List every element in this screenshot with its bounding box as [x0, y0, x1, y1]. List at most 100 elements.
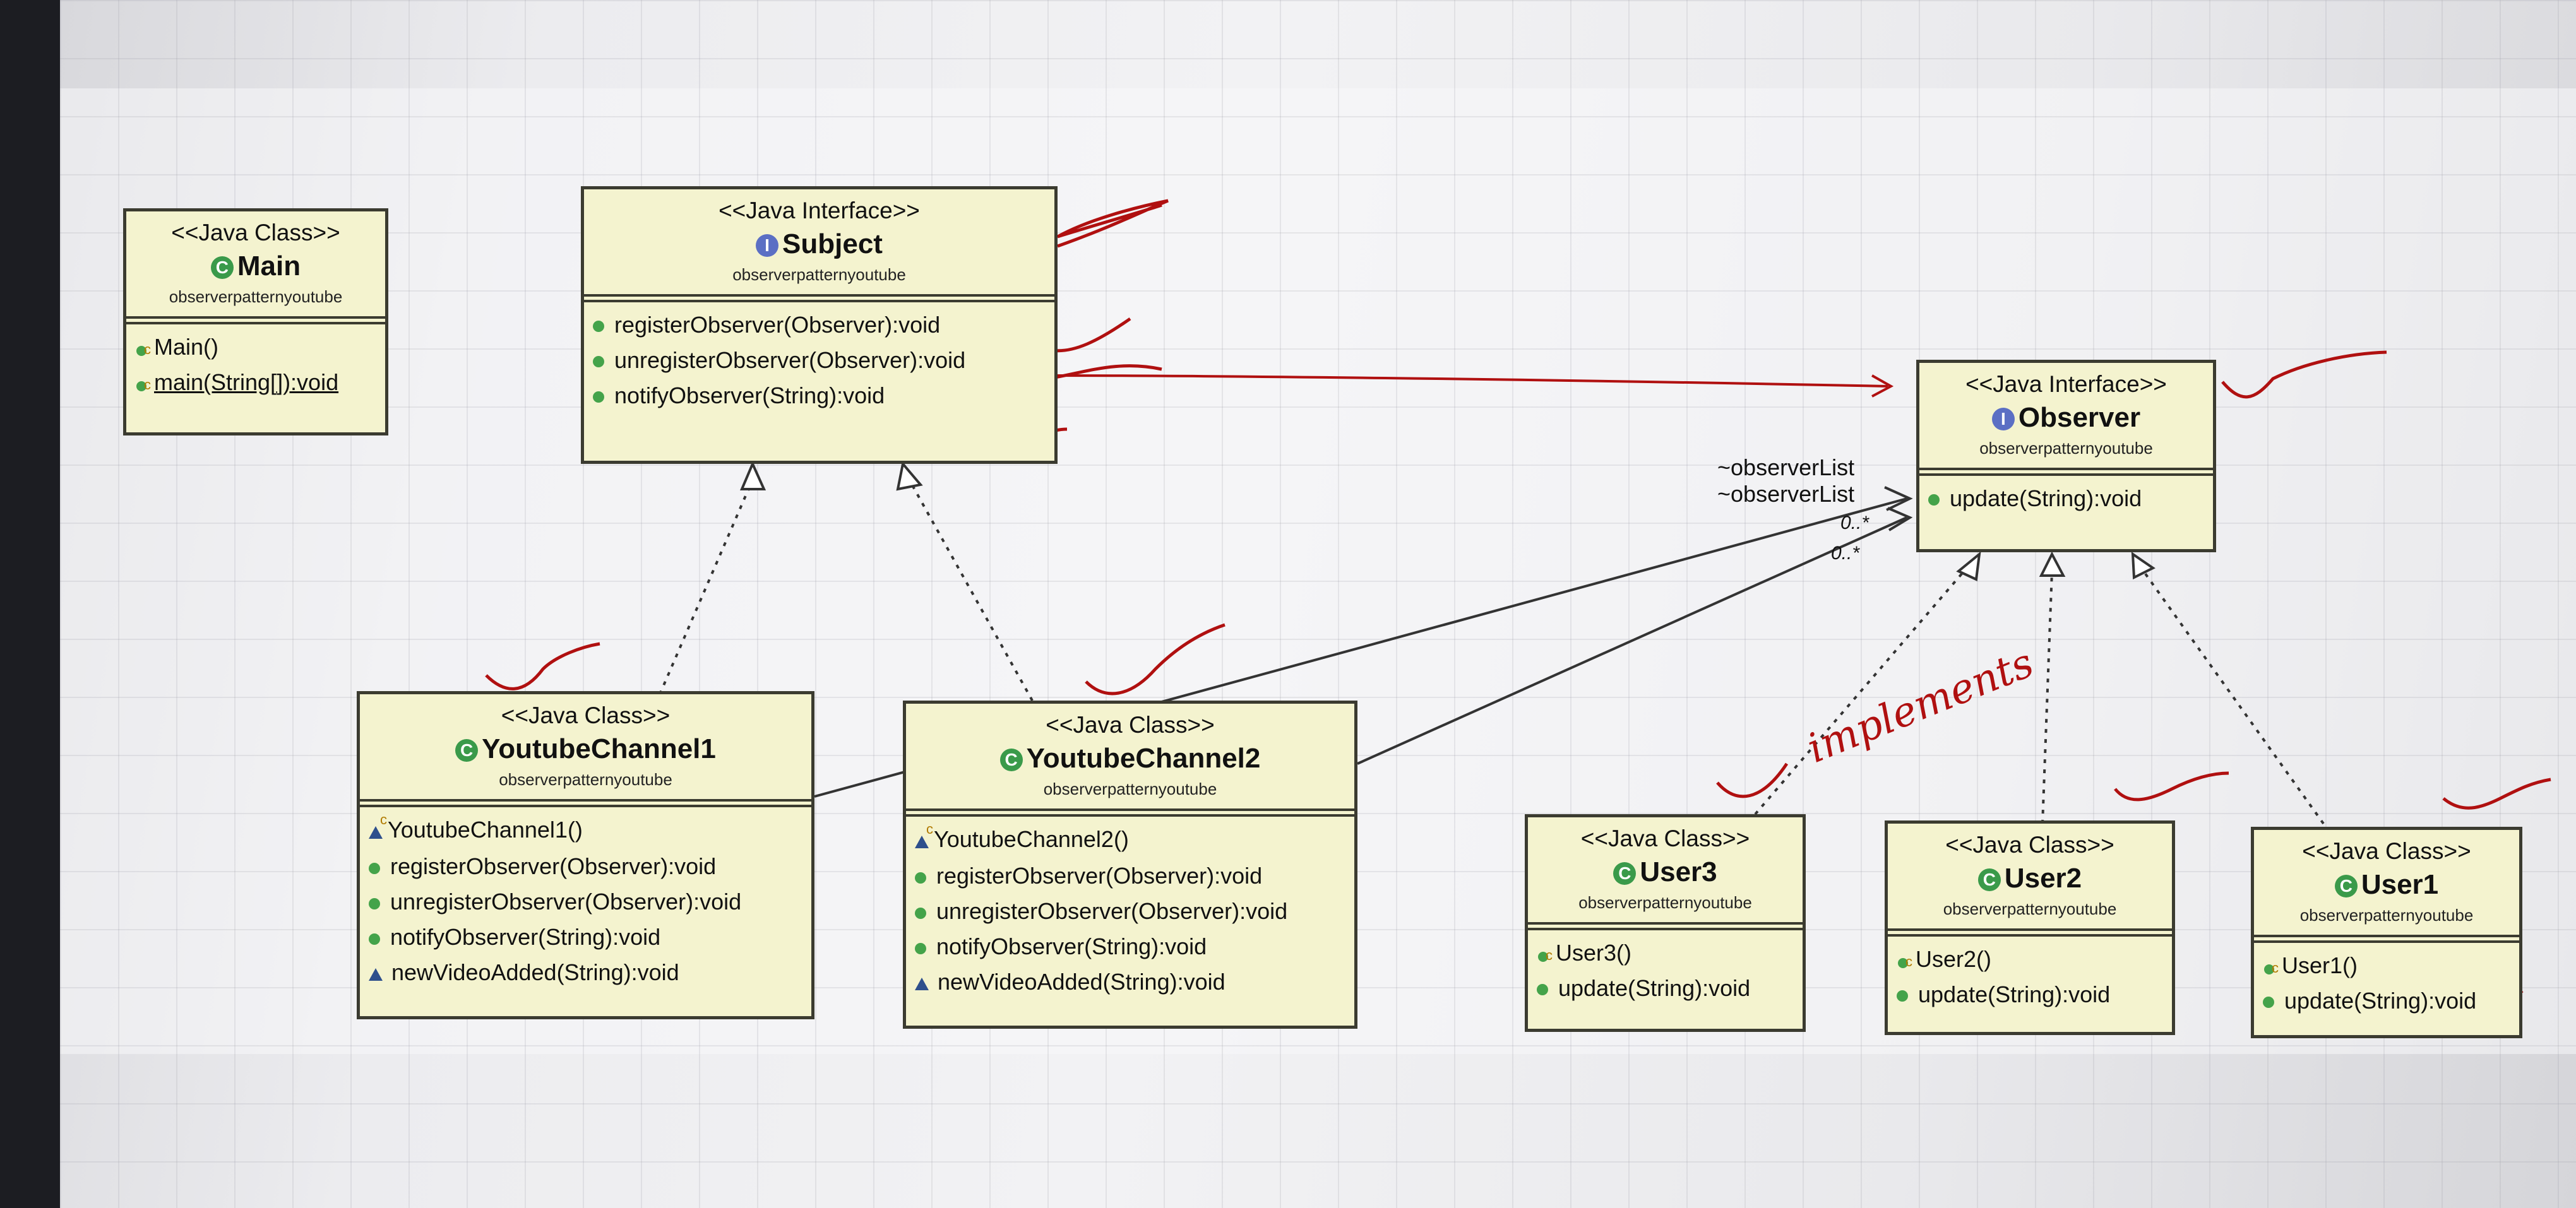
- stereotype-label: <<Java Interface>>: [1965, 371, 2167, 397]
- constructor-icon: [135, 332, 151, 367]
- class-name: YoutubeChannel2: [1026, 743, 1261, 774]
- member-method[interactable]: registerObserver(Observer):void: [369, 849, 805, 884]
- member-method[interactable]: unregisterObserver(Observer):void: [369, 884, 805, 920]
- handwritten-arrow: [1047, 374, 1888, 388]
- public-method-icon: [915, 872, 926, 884]
- association-role-label: ~observerList: [1717, 481, 1855, 507]
- class-name: Main: [237, 251, 301, 281]
- member-constructor[interactable]: User1(): [2263, 948, 2513, 986]
- member-method[interactable]: update(String):void: [1537, 971, 1796, 1006]
- stereotype-label: <<Java Class>>: [1046, 712, 1215, 738]
- public-method-icon: [1928, 494, 1940, 506]
- association-arrowhead: [1887, 507, 1913, 531]
- class-name: User1: [2361, 869, 2439, 900]
- public-method-icon: [1897, 990, 1908, 1002]
- handwritten-mark: [2442, 778, 2551, 810]
- stereotype-label: <<Java Class>>: [2302, 838, 2471, 864]
- package-label: observerpatternyoutube: [732, 265, 906, 284]
- member-constructor[interactable]: User2(): [1897, 942, 2166, 980]
- package-label: observerpatternyoutube: [1943, 899, 2117, 918]
- handwritten-mark: [2114, 771, 2229, 802]
- package-label: observerpatternyoutube: [2299, 906, 2474, 925]
- constructor-icon: c: [915, 821, 933, 858]
- public-method-icon: [593, 321, 604, 333]
- public-method-icon: [915, 942, 926, 954]
- realization-arrowhead: [896, 461, 923, 491]
- member-method[interactable]: update(String):void: [1928, 481, 2207, 516]
- interface-icon: I: [1991, 408, 2015, 431]
- realization-arrowhead: [1956, 551, 1981, 581]
- member-method[interactable]: notifyObserver(String):void: [593, 378, 1048, 413]
- member-constructor[interactable]: User3(): [1537, 935, 1796, 973]
- member-method[interactable]: notifyObserver(String):void: [369, 920, 805, 955]
- public-method-icon: [2263, 997, 2274, 1009]
- package-label: observerpatternyoutube: [1578, 893, 1752, 912]
- association-role-label: ~observerList: [1717, 454, 1855, 480]
- member-method[interactable]: unregisterObserver(Observer):void: [593, 343, 1048, 378]
- constructor-icon: [2263, 950, 2279, 986]
- class-name: YoutubeChannel1: [482, 733, 716, 764]
- constructor-icon: [1537, 938, 1553, 973]
- interface-icon: I: [756, 234, 779, 258]
- stereotype-label: <<Java Interface>>: [719, 198, 920, 223]
- interface-name: Subject: [782, 228, 883, 259]
- handwritten-mark: [1716, 762, 1789, 798]
- realization-arrowhead: [2131, 552, 2156, 580]
- realization-user3-observer: [1754, 567, 1968, 815]
- handwritten-mark: [485, 642, 600, 690]
- class-icon: C: [2334, 875, 2358, 898]
- member-method[interactable]: update(String):void: [1897, 977, 2166, 1012]
- realization-arrowhead: [739, 461, 766, 490]
- member-method[interactable]: newVideoAdded(String):void: [369, 955, 805, 990]
- public-method-icon: [593, 356, 604, 368]
- constructor-icon: c: [369, 812, 387, 849]
- stereotype-label: <<Java Class>>: [171, 220, 340, 246]
- interface-name: Observer: [2018, 402, 2141, 433]
- class-icon: C: [1613, 862, 1637, 885]
- package-method-icon: [915, 977, 929, 990]
- member-method[interactable]: update(String):void: [2263, 983, 2513, 1019]
- member-method[interactable]: unregisterObserver(Observer):void: [915, 894, 1348, 929]
- public-method-icon: [369, 862, 380, 874]
- package-label: observerpatternyoutube: [499, 770, 672, 789]
- public-method-icon: [1537, 984, 1548, 996]
- member-method[interactable]: registerObserver(Observer):void: [915, 858, 1348, 894]
- handwritten-mark: [1085, 623, 1225, 696]
- member-constructor[interactable]: Main(): [135, 329, 379, 367]
- package-label: observerpatternyoutube: [1979, 439, 2153, 458]
- handwritten-mark: [1051, 317, 1131, 353]
- public-method-icon: [369, 897, 380, 909]
- association-multiplicity: 0..*: [1840, 512, 1869, 533]
- public-method-icon: [915, 907, 926, 919]
- handwritten-mark: [2221, 350, 2387, 399]
- public-method-icon: [369, 933, 380, 945]
- association-multiplicity: 0..*: [1831, 543, 1860, 564]
- member-method[interactable]: main(String[]):void: [135, 365, 379, 403]
- class-icon: C: [999, 749, 1023, 772]
- member-method[interactable]: notifyObserver(String):void: [915, 929, 1348, 964]
- handwritten-arrowhead: [1871, 374, 1894, 398]
- class-name: User2: [2004, 863, 2082, 894]
- realization-yc2-subject: [908, 479, 1034, 701]
- member-method[interactable]: registerObserver(Observer):void: [593, 307, 1048, 343]
- handwritten-mark: [1056, 199, 1169, 248]
- public-method-icon: [593, 391, 604, 403]
- stereotype-label: <<Java Class>>: [1580, 826, 1750, 851]
- association-arrowhead: [1884, 486, 1913, 511]
- member-method[interactable]: newVideoAdded(String):void: [915, 964, 1348, 1000]
- association-yc2-observer: [1357, 516, 1907, 765]
- realization-yc1-subject: [659, 479, 754, 695]
- stereotype-label: <<Java Class>>: [1945, 832, 2114, 858]
- package-method-icon: [369, 968, 383, 981]
- realization-user2-observer: [2041, 571, 2053, 824]
